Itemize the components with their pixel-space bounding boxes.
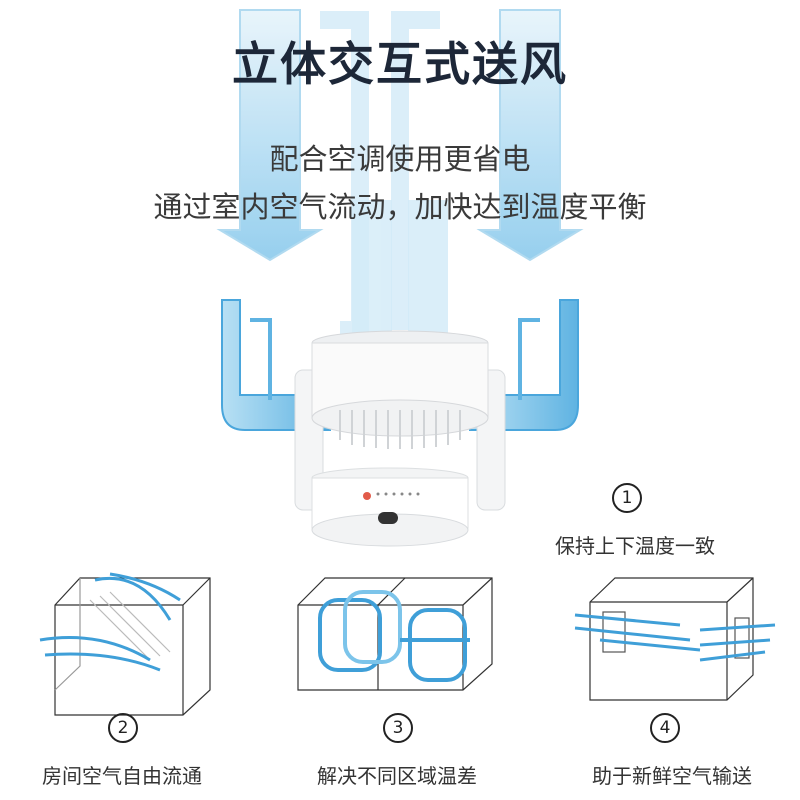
feature-caption: 解决不同区域温差: [317, 764, 477, 788]
subtitle-line-1: 配合空调使用更省电: [269, 142, 531, 176]
airflow-arrow-icon: [352, 200, 448, 340]
display-window: [378, 512, 398, 524]
airflow-arrow-icon: [391, 9, 584, 330]
subtitle-line-2: 通过室内空气流动，加快达到温度平衡: [153, 190, 647, 224]
room-diagram: [589, 577, 754, 701]
airflow-arrow-icon: [574, 613, 776, 662]
airflow-arrow-icon: [39, 572, 181, 672]
feature-caption: 房间空气自由流通: [42, 764, 202, 788]
feature-caption: 助于新鲜空气输送: [592, 764, 752, 788]
power-button-icon: [363, 492, 371, 500]
page-title: 立体交互式送风: [232, 37, 568, 91]
feature-number-badge: 4: [650, 713, 680, 743]
airflow-arrow-icon: [216, 9, 369, 339]
room-diagram: [54, 577, 211, 716]
fan-grille: [339, 410, 461, 449]
airflow-arrow-icon: [318, 590, 470, 682]
feature-number-badge: 3: [383, 713, 413, 743]
feature-caption: 保持上下温度一致: [555, 534, 715, 558]
feature-number-badge: 2: [108, 713, 138, 743]
feature-number-badge: 1: [612, 483, 642, 513]
